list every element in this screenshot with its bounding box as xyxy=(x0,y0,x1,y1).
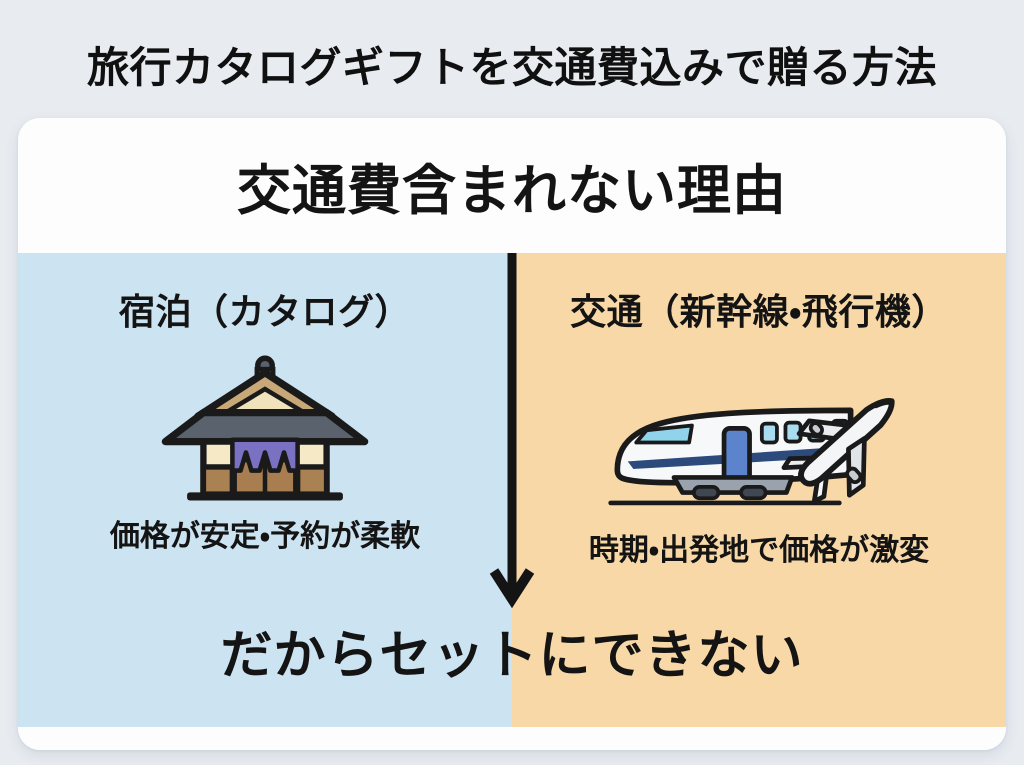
page-title: 旅行カタログギフトを交通費込みで贈る方法 xyxy=(86,43,937,92)
ryokan-icon xyxy=(156,351,374,505)
transport-panel-caption: 時期・出発地で価格が激変 xyxy=(588,533,930,568)
conclusion-text: だからセットにできない xyxy=(220,626,804,686)
shinkansen-airplane-icon xyxy=(603,349,915,519)
comparison-region: 宿泊（カタログ） xyxy=(18,253,1006,727)
transport-panel: 交通（新幹線・飛行機） xyxy=(512,253,1006,568)
lodging-panel-caption: 価格が安定・予約が柔軟 xyxy=(109,519,421,554)
conclusion-row: だからセットにできない xyxy=(18,560,1006,727)
card-heading: 交通費含まれない理由 xyxy=(237,159,787,222)
infographic-card: 交通費含まれない理由 宿泊（カタログ） xyxy=(18,118,1006,750)
card-footer xyxy=(18,727,1006,750)
lodging-panel: 宿泊（カタログ） xyxy=(18,253,512,560)
card-header: 交通費含まれない理由 xyxy=(18,118,1006,253)
lodging-panel-header: 宿泊（カタログ） xyxy=(118,292,411,333)
transport-panel-header: 交通（新幹線・飛行機） xyxy=(570,292,948,333)
comparison-columns: 宿泊（カタログ） xyxy=(18,253,1006,568)
